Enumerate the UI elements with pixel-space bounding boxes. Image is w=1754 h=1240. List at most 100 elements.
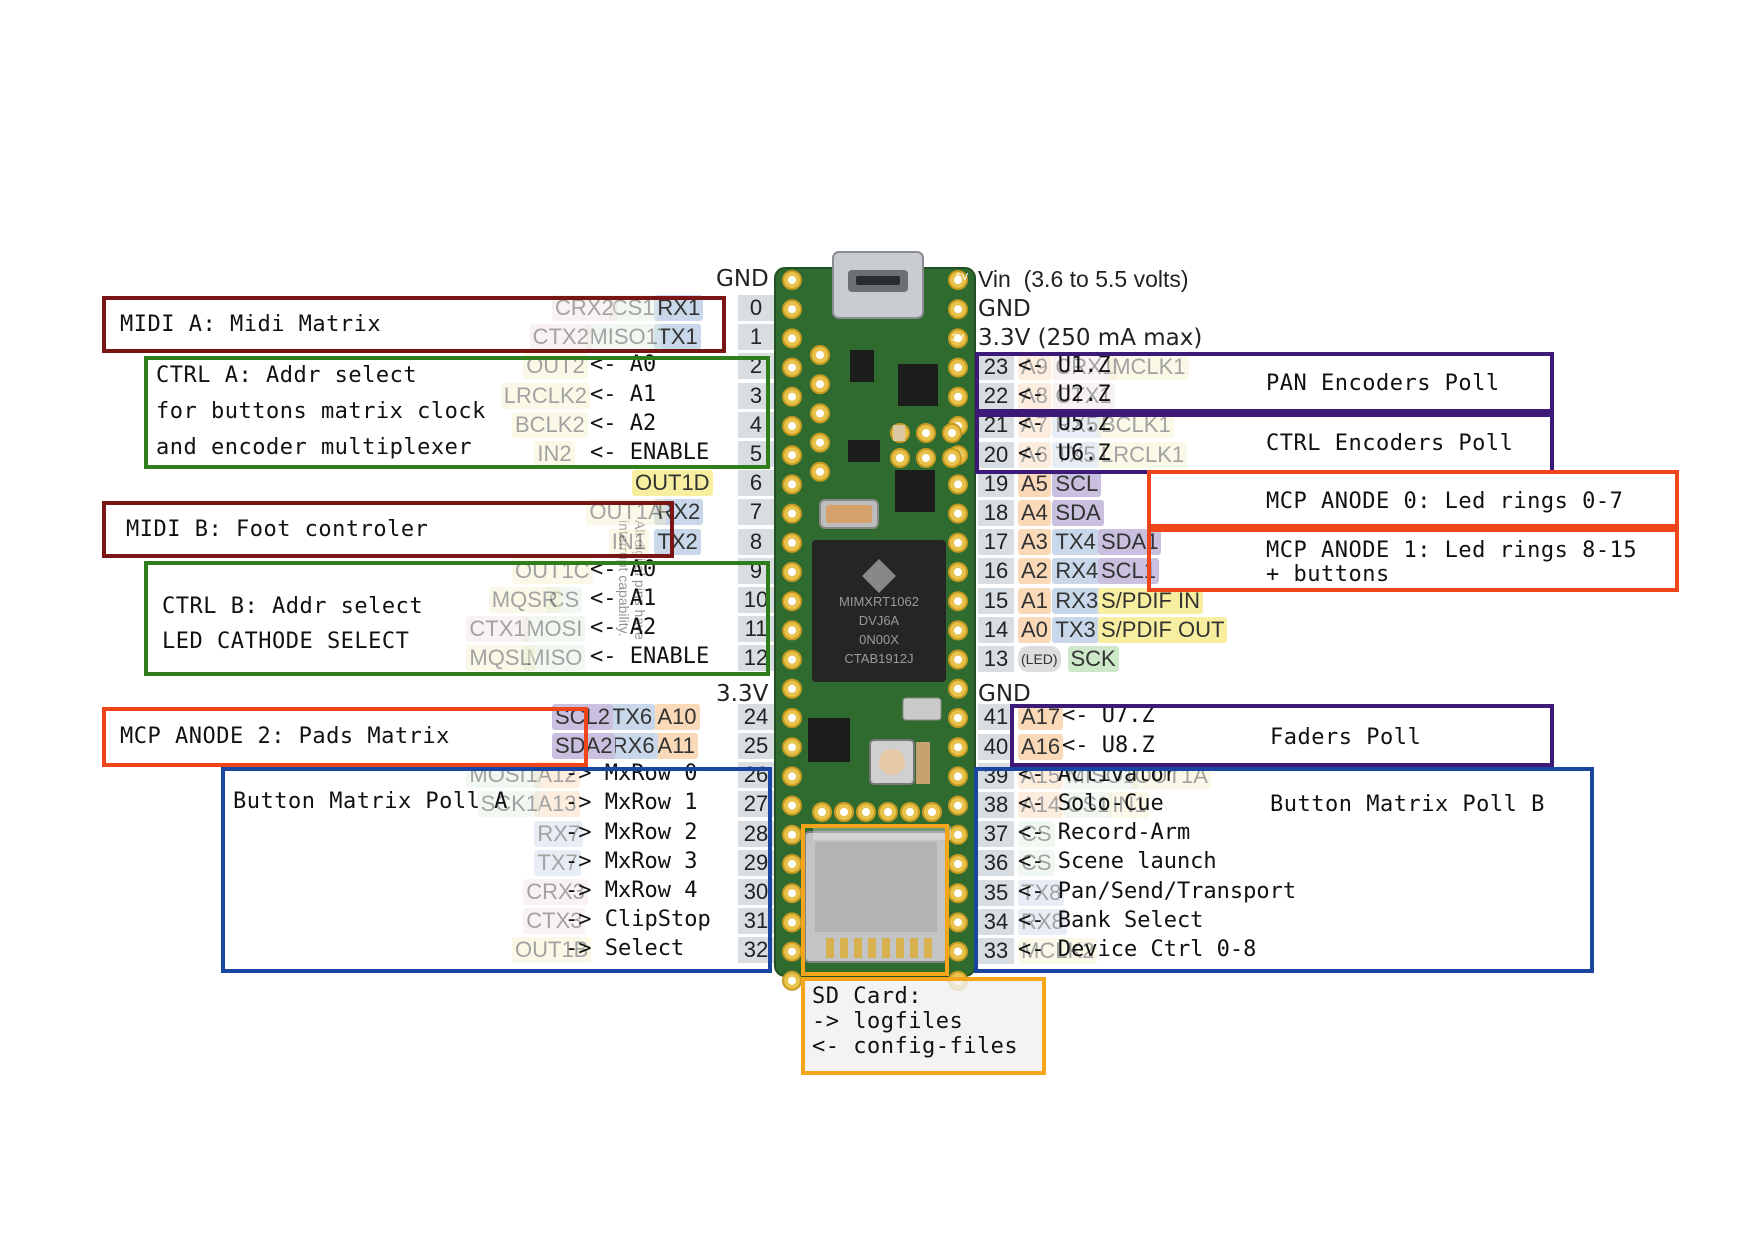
midi-b-box — [102, 501, 674, 558]
left-pin-function-label: LRCLK2 — [500, 382, 590, 409]
right-pin-function-label: RX8 — [1018, 908, 1067, 935]
right-pin-number: 40 — [978, 733, 1014, 760]
sd-card-note-box — [801, 977, 1046, 1075]
left-pin-annotation: <- ENABLE — [590, 440, 710, 465]
left-pin-function-label: A10 — [654, 703, 700, 730]
right-pin-function-label: MCLK1 — [1109, 354, 1189, 380]
mcp-anode-1-line1: MCP ANODE 1: Led rings 8-15 — [1266, 538, 1638, 563]
left-pin-annotation: -> Select — [565, 936, 685, 962]
right-pin-annotation: <- U6.Z — [1018, 440, 1111, 466]
left-pin-function-label: CTX3 — [523, 908, 586, 935]
left-pin-function-label: IN2 — [534, 441, 575, 467]
left-pin-function-label: TX7 — [534, 849, 581, 876]
left-pin-number: 1 — [738, 324, 774, 351]
left-pin-function-label: MQSL — [466, 645, 535, 672]
mcp-anode-1-box — [1147, 528, 1679, 592]
button-poll-b-box — [974, 767, 1594, 973]
right-pin-number: 19 — [978, 470, 1014, 497]
left-pin-function-label: CTX1 — [466, 616, 529, 643]
left-pin-function-label: BCLK2 — [512, 411, 588, 438]
right-pin-function-label: SCL — [1052, 470, 1102, 497]
sd-card-box — [801, 824, 949, 976]
left-pin-function-label: MQSR — [488, 587, 561, 613]
right-pin-annotation: <- U1.Z — [1018, 353, 1111, 378]
right-pin-number: 17 — [978, 529, 1014, 556]
right-pin-number: 41 — [978, 704, 1014, 731]
right-pin-function-label: (LED) — [1018, 646, 1061, 672]
right-pin-function-label: A4 — [1018, 500, 1051, 526]
left-pin-function-label: IN1 — [608, 528, 650, 555]
left-pin-number: 8 — [738, 528, 774, 555]
left-pin-annotation: -> MxRow 1 — [565, 790, 698, 816]
mcp-anode-2-box — [102, 707, 588, 767]
left-pin-annotation: -> MxRow 4 — [565, 878, 698, 903]
left-pin-function-label: SDA2 — [552, 733, 616, 759]
left-pin-number: 24 — [738, 703, 774, 730]
ctrl-a-line2: for buttons matrix clock — [156, 399, 486, 424]
right-pin-function-label: LRCLK1 — [1098, 441, 1188, 468]
right-pin-number: 23 — [978, 354, 1014, 380]
left-pin-function-label: A13 — [534, 791, 580, 818]
left-pin-annotation: -> ClipStop — [565, 907, 711, 933]
ctrl-a-line1: CTRL A: Addr select — [156, 363, 418, 388]
right-pin-annotation: <- Solo-Cue — [1018, 791, 1164, 816]
left-pin-function-label: TX6 — [608, 703, 656, 730]
midi-b-label: MIDI B: Foot controler — [126, 517, 429, 542]
right-pin-function-label: A3 — [1018, 529, 1051, 556]
right-pin-number: 13 — [978, 646, 1014, 672]
right-pin-number: 36 — [978, 850, 1014, 877]
left-pin-number: 0 — [738, 295, 774, 321]
right-pin-function-label: TX3 — [1052, 616, 1099, 643]
right-pin-function-label: A17 — [1018, 704, 1064, 731]
button-poll-b-label: Button Matrix Poll B — [1270, 792, 1545, 817]
left-pin-annotation: <- A0 — [590, 556, 657, 582]
ctrl-a-line3: and encoder multiplexer — [156, 435, 473, 460]
left-pin-function-label: SCK1 — [477, 791, 542, 818]
left-pin-function-label: CTX2 — [529, 324, 592, 351]
faders-label: Faders Poll — [1270, 725, 1422, 750]
gnd-left-label: GND — [716, 266, 769, 292]
left-pin-annotation: <- A2 — [590, 615, 657, 641]
midi-a-label: MIDI A: Midi Matrix — [120, 312, 382, 337]
left-pin-annotation: <- A1 — [590, 586, 657, 611]
chip-line4: CTAB1912J — [844, 651, 913, 666]
right-pin-function-label: RX4 — [1052, 558, 1102, 585]
mcp-anode-0-label: MCP ANODE 0: Led rings 0-7 — [1266, 489, 1624, 514]
right-pin-annotation: <- Pan/Send/Transport — [1018, 878, 1297, 904]
right-pin-annotation: <- Scene launch — [1018, 849, 1217, 875]
right-pin-number: 35 — [978, 879, 1014, 906]
midi-a-box — [102, 296, 726, 353]
left-pin-function-label: A11 — [654, 733, 698, 759]
left-pin-annotation: <- A1 — [590, 381, 657, 407]
right-pin-annotation: <- Bank Select — [1018, 907, 1204, 933]
left-pin-annotation: <- ENABLE — [590, 644, 710, 670]
sd-line3: <- config-files — [812, 1034, 1019, 1059]
right-pin-function-label: TX8 — [1018, 879, 1065, 906]
right-pin-number: 16 — [978, 558, 1014, 585]
right-pin-function-label: CS — [1018, 850, 1055, 877]
faders-box — [1010, 704, 1554, 767]
right-pin-function-label: A6 — [1018, 441, 1051, 468]
left-pin-number: 25 — [738, 733, 774, 759]
right-pin-function-label: A5 — [1018, 470, 1051, 497]
mcp-anode-0-box — [1147, 470, 1679, 528]
svg-text:5V: 5V — [956, 272, 969, 283]
right-pin-number: 34 — [978, 908, 1014, 935]
right-pin-annotation: <- U8.Z — [1062, 732, 1155, 758]
right-pin-function-label: CS1 — [1063, 792, 1113, 818]
ctrl-a-box — [144, 356, 770, 469]
gnd-right-label: GND — [978, 296, 1031, 322]
right-pin-number: 37 — [978, 821, 1014, 848]
left-pin-function-label: RX7 — [534, 820, 584, 847]
gnd-right2-label: GND — [978, 681, 1031, 707]
right-pin-function-label: A0 — [1018, 616, 1051, 643]
right-pin-function-label: SDA — [1052, 500, 1104, 526]
right-pin-function-label: CRX1 — [1052, 354, 1118, 380]
right-pin-annotation: <- Device Ctrl 0-8 — [1018, 937, 1257, 962]
left-pin-number: 7 — [738, 499, 774, 526]
right-pin-number: 22 — [978, 383, 1014, 410]
right-pin-number: 33 — [978, 938, 1014, 964]
right-pin-function-label: S/PDIF OUT — [1098, 616, 1228, 643]
left-pin-annotation: -> MxRow 3 — [565, 848, 698, 874]
